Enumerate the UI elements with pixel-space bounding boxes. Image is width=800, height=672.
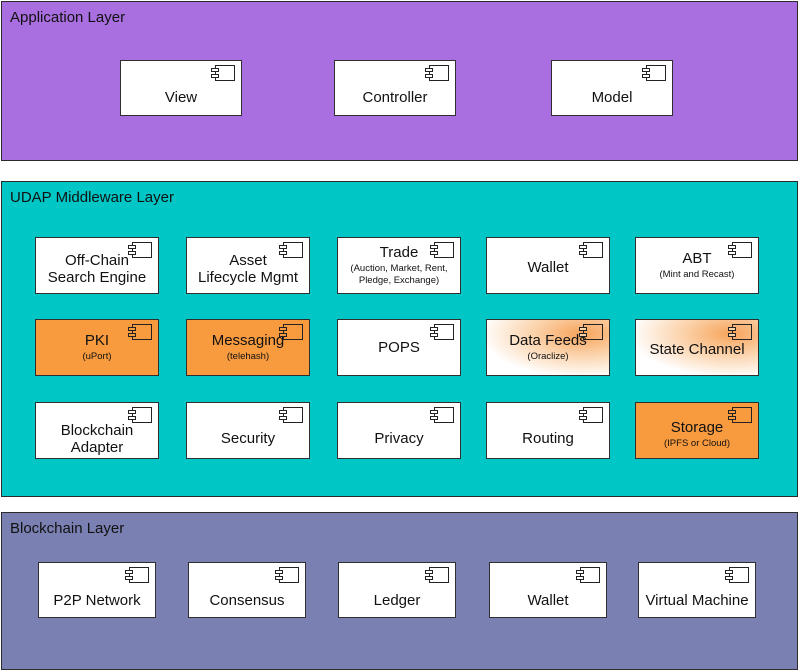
component-routing: Routing	[486, 402, 610, 459]
component-icon	[728, 242, 752, 258]
component-icon	[576, 567, 600, 583]
component-label: View	[164, 88, 198, 106]
component-label: Controller	[362, 88, 428, 106]
middleware-layer-title: UDAP Middleware Layer	[10, 189, 174, 206]
component-icon	[211, 65, 235, 81]
component-icon	[279, 324, 303, 340]
component-state-channel: State Channel	[635, 319, 759, 376]
component-model: Model	[551, 60, 673, 116]
component-wallet-middleware: Wallet	[486, 237, 610, 294]
component-pki: PKI (uPort)	[35, 319, 159, 376]
component-view: View	[120, 60, 242, 116]
component-icon	[579, 324, 603, 340]
component-abt: ABT (Mint and Recast)	[635, 237, 759, 294]
component-icon	[579, 407, 603, 423]
component-icon	[430, 407, 454, 423]
application-layer-title: Application Layer	[10, 9, 126, 26]
component-label: Wallet	[527, 591, 569, 609]
component-icon	[279, 242, 303, 258]
component-wallet-blockchain: Wallet	[489, 562, 607, 618]
component-ledger: Ledger	[338, 562, 456, 618]
component-sublabel: (uPort)	[82, 351, 112, 362]
component-asset-lifecycle-mgmt: Asset Lifecycle Mgmt	[186, 237, 310, 294]
component-icon	[728, 324, 752, 340]
component-label: Ledger	[373, 591, 421, 609]
component-icon	[579, 242, 603, 258]
component-virtual-machine: Virtual Machine	[638, 562, 756, 618]
component-label: State Channel	[649, 341, 745, 358]
component-label: Security	[220, 430, 276, 447]
component-icon	[125, 567, 149, 583]
component-sublabel: (IPFS or Cloud)	[664, 438, 730, 449]
component-icon	[430, 324, 454, 340]
component-label: Data Feeds	[509, 332, 587, 349]
component-label: Asset Lifecycle Mgmt	[197, 251, 299, 286]
component-icon	[642, 65, 666, 81]
component-storage: Storage (IPFS or Cloud)	[635, 402, 759, 459]
component-sublabel: (Mint and Recast)	[659, 269, 735, 280]
component-off-chain-search-engine: Off-Chain Search Engine	[35, 237, 159, 294]
component-icon	[279, 407, 303, 423]
component-label: Virtual Machine	[645, 591, 749, 609]
component-label: Off-Chain Search Engine	[47, 251, 147, 286]
component-label: PKI	[84, 332, 110, 349]
component-icon	[425, 567, 449, 583]
component-consensus: Consensus	[188, 562, 306, 618]
component-label: Blockchain Adapter	[60, 421, 134, 456]
component-blockchain-adapter: Blockchain Adapter	[35, 402, 159, 459]
component-label: ABT	[682, 250, 712, 267]
component-label: Storage	[670, 419, 724, 436]
component-sublabel: (telehash)	[226, 351, 270, 362]
component-messaging: Messaging (telehash)	[186, 319, 310, 376]
component-sublabel: (Oraclize)	[527, 351, 569, 362]
component-label: POPS	[378, 339, 420, 356]
component-icon	[275, 567, 299, 583]
component-icon	[425, 65, 449, 81]
component-security: Security	[186, 402, 310, 459]
component-label: Privacy	[374, 430, 424, 447]
component-sublabel: (Auction, Market, Rent, Pledge, Exchange…	[350, 263, 448, 286]
component-icon	[128, 324, 152, 340]
component-label: Routing	[522, 430, 574, 447]
component-label: Messaging	[211, 332, 285, 349]
component-icon	[728, 407, 752, 423]
component-label: Consensus	[209, 591, 285, 609]
component-controller: Controller	[334, 60, 456, 116]
component-icon	[128, 242, 152, 258]
component-trade: Trade (Auction, Market, Rent, Pledge, Ex…	[337, 237, 461, 294]
component-icon	[725, 567, 749, 583]
component-data-feeds: Data Feeds (Oraclize)	[486, 319, 610, 376]
component-icon	[430, 242, 454, 258]
component-privacy: Privacy	[337, 402, 461, 459]
component-label: P2P Network	[53, 591, 141, 609]
component-pops: POPS	[337, 319, 461, 376]
component-icon	[128, 407, 152, 423]
component-label: Wallet	[527, 259, 569, 276]
component-label: Trade	[379, 244, 419, 261]
component-label: Model	[591, 88, 633, 106]
blockchain-layer-title: Blockchain Layer	[10, 520, 125, 537]
component-p2p-network: P2P Network	[38, 562, 156, 618]
